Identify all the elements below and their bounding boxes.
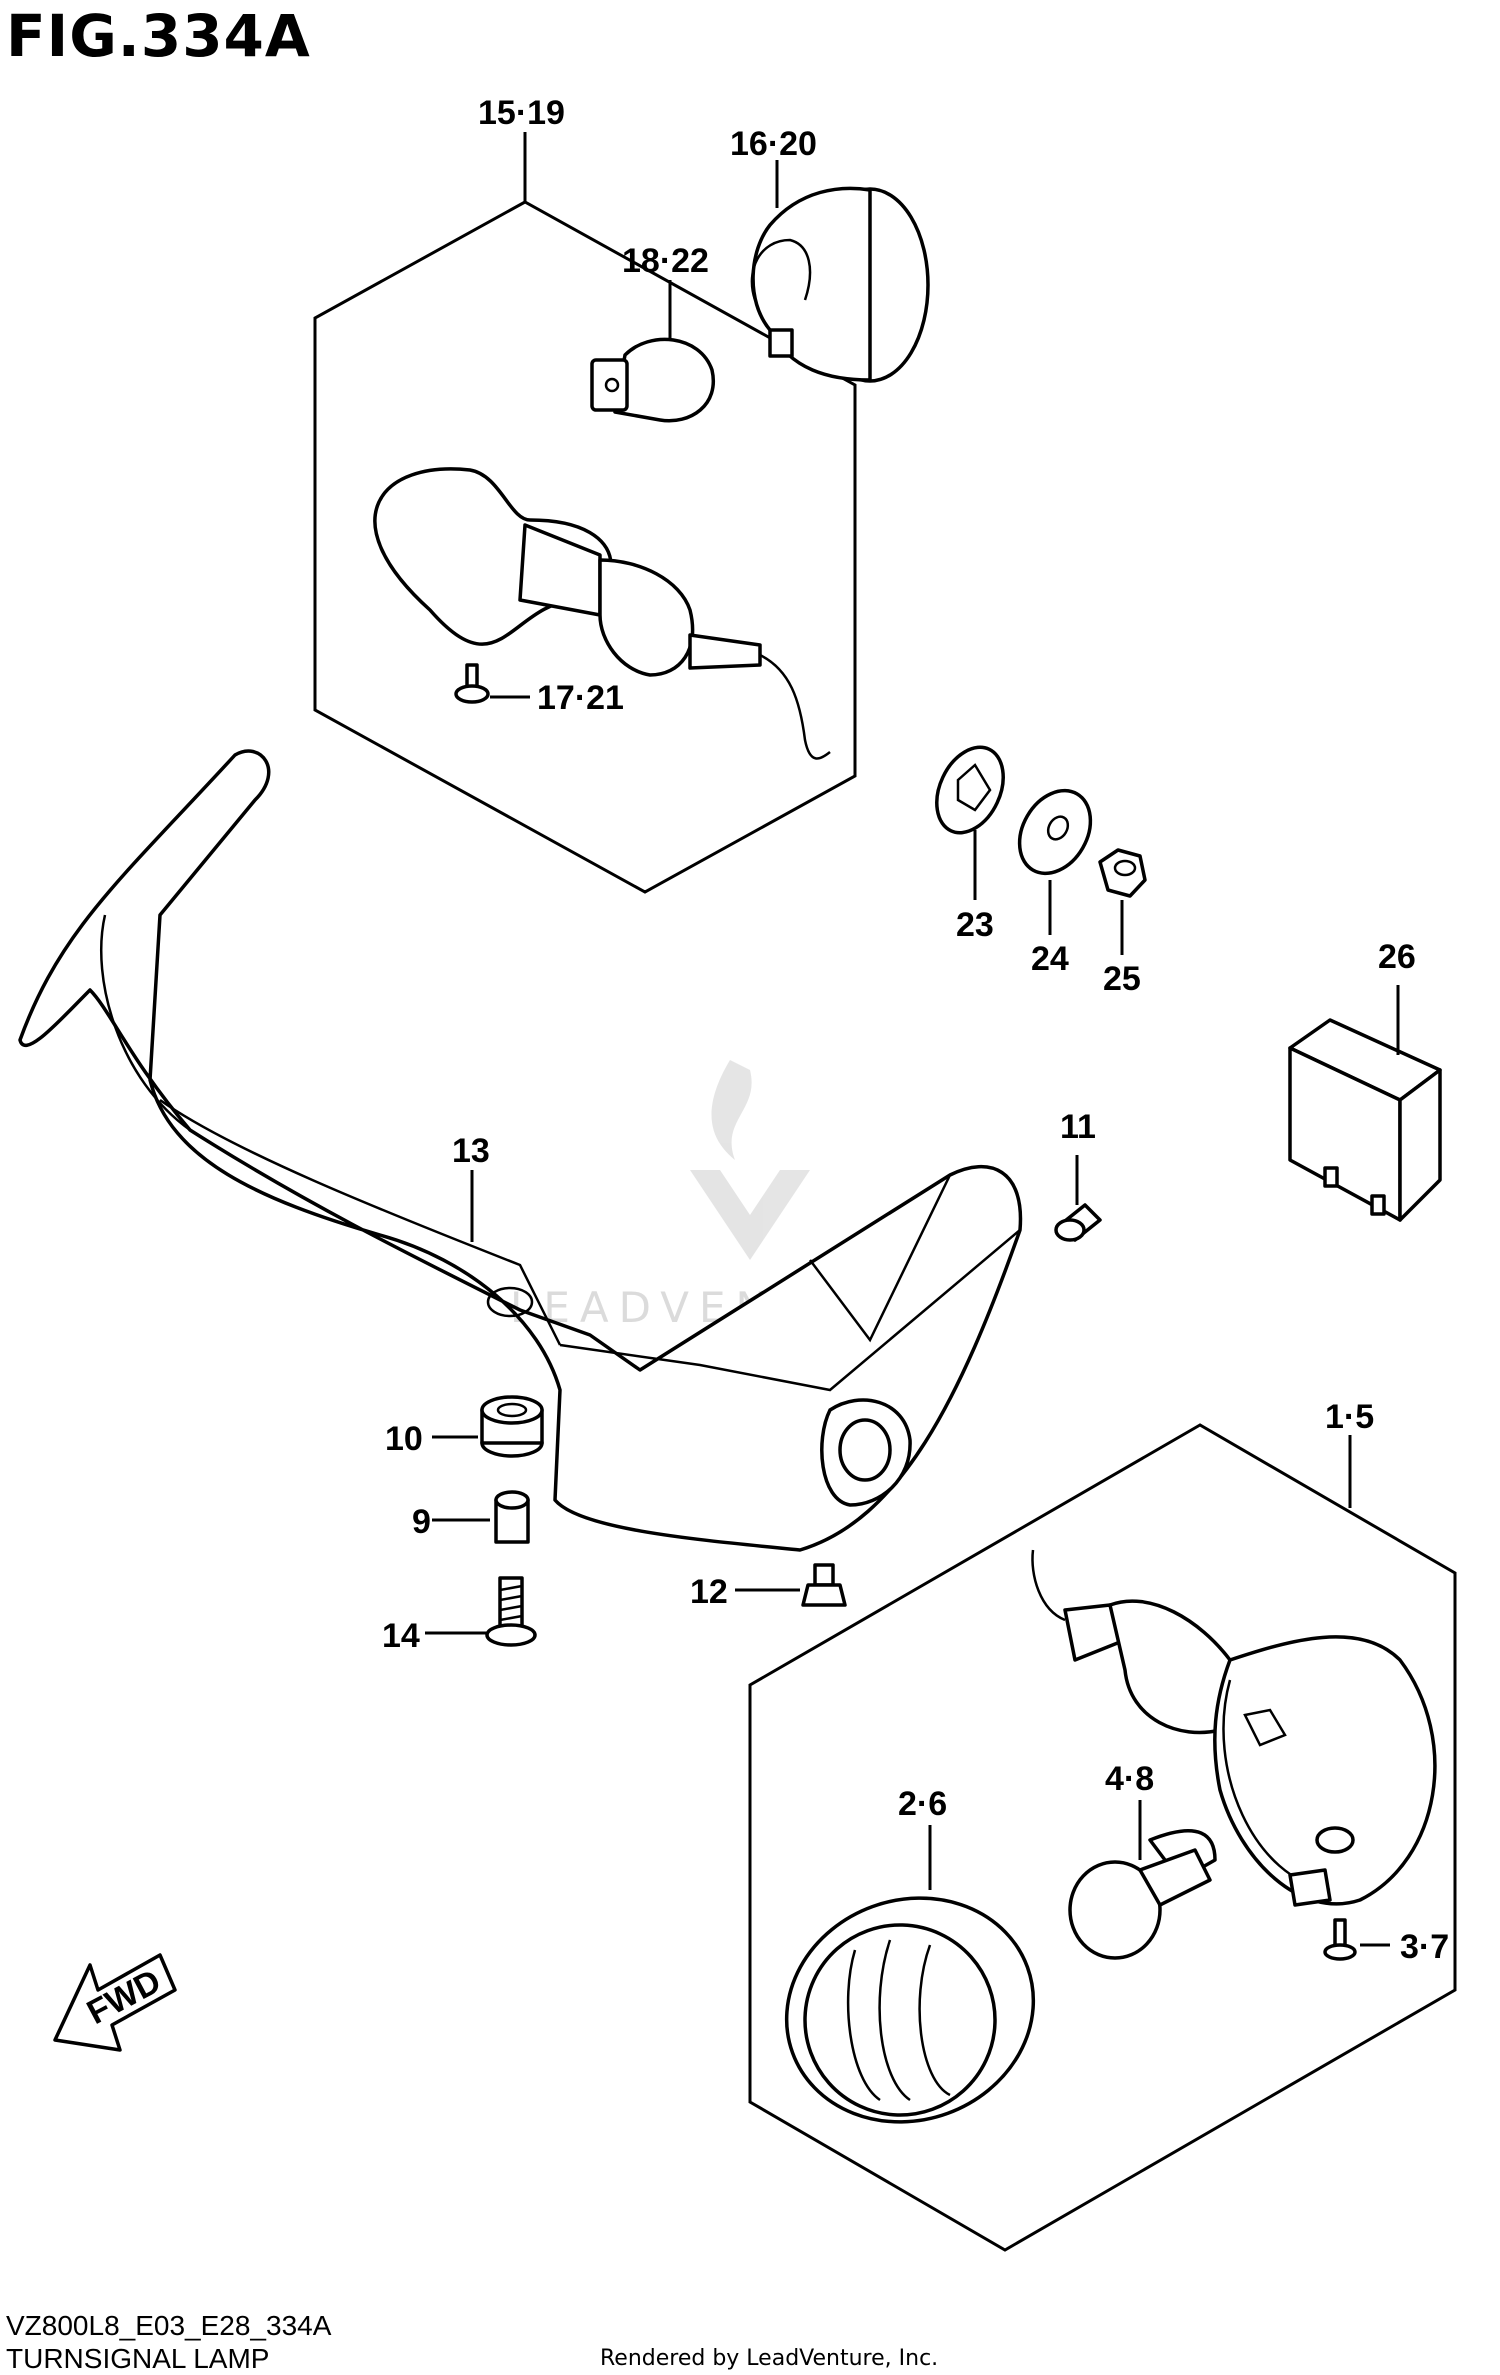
part-23-grommet <box>935 745 1005 835</box>
callout-3-7: 3·7 <box>1400 1928 1449 1966</box>
lower-lamp-housing <box>1031 1549 1437 1907</box>
part-10-grommet <box>480 1395 544 1458</box>
part-14-bolt <box>485 1576 537 1647</box>
figure-title: FIG.334A <box>6 2 311 70</box>
callout-14: 14 <box>382 1617 420 1655</box>
lower-lens <box>784 1896 1036 2124</box>
lower-bulb <box>1068 1829 1217 1960</box>
callout-24: 24 <box>1031 940 1069 978</box>
lower-assembly-outline <box>748 1423 1457 2252</box>
callout-25: 25 <box>1103 960 1141 998</box>
callout-2-6: 2·6 <box>898 1785 947 1823</box>
part-26-relay <box>1288 1018 1442 1222</box>
callout-4-8: 4·8 <box>1105 1760 1154 1798</box>
upper-lens <box>750 186 930 383</box>
part-12-nut <box>801 1563 847 1607</box>
upper-assembly-outline <box>313 200 857 894</box>
part-24-washer <box>1017 788 1093 876</box>
callout-13: 13 <box>452 1132 490 1170</box>
callout-12: 12 <box>690 1573 728 1611</box>
part-3-7-screw <box>1323 1918 1357 1961</box>
callout-11: 11 <box>1060 1108 1096 1146</box>
part-13-bracket <box>18 749 1023 1552</box>
callout-16-20: 16·20 <box>730 125 817 163</box>
callout-26: 26 <box>1378 938 1416 976</box>
callout-9: 9 <box>412 1503 431 1541</box>
callout-23: 23 <box>956 906 994 944</box>
part-9-collar <box>494 1490 530 1544</box>
callout-15-19: 15·19 <box>478 94 565 132</box>
fwd-arrow-icon: FWD <box>53 1953 177 2052</box>
part-11-screw <box>1054 1203 1102 1242</box>
screw-17-21 <box>454 663 490 704</box>
upper-lamp-housing <box>373 467 831 760</box>
figure-code: VZ800L8_E03_E28_334A <box>6 2310 332 2341</box>
callout-10: 10 <box>385 1420 423 1458</box>
callout-17-21: 17·21 <box>537 679 624 717</box>
upper-bulb <box>590 337 716 423</box>
part-25-nut <box>1098 848 1147 898</box>
rendered-by-credit: Rendered by LeadVenture, Inc. <box>600 2346 939 2371</box>
callout-18-22: 18·22 <box>622 242 709 280</box>
figure-caption: TURNSIGNAL LAMP <box>6 2343 270 2374</box>
callout-1-5: 1·5 <box>1325 1398 1374 1436</box>
